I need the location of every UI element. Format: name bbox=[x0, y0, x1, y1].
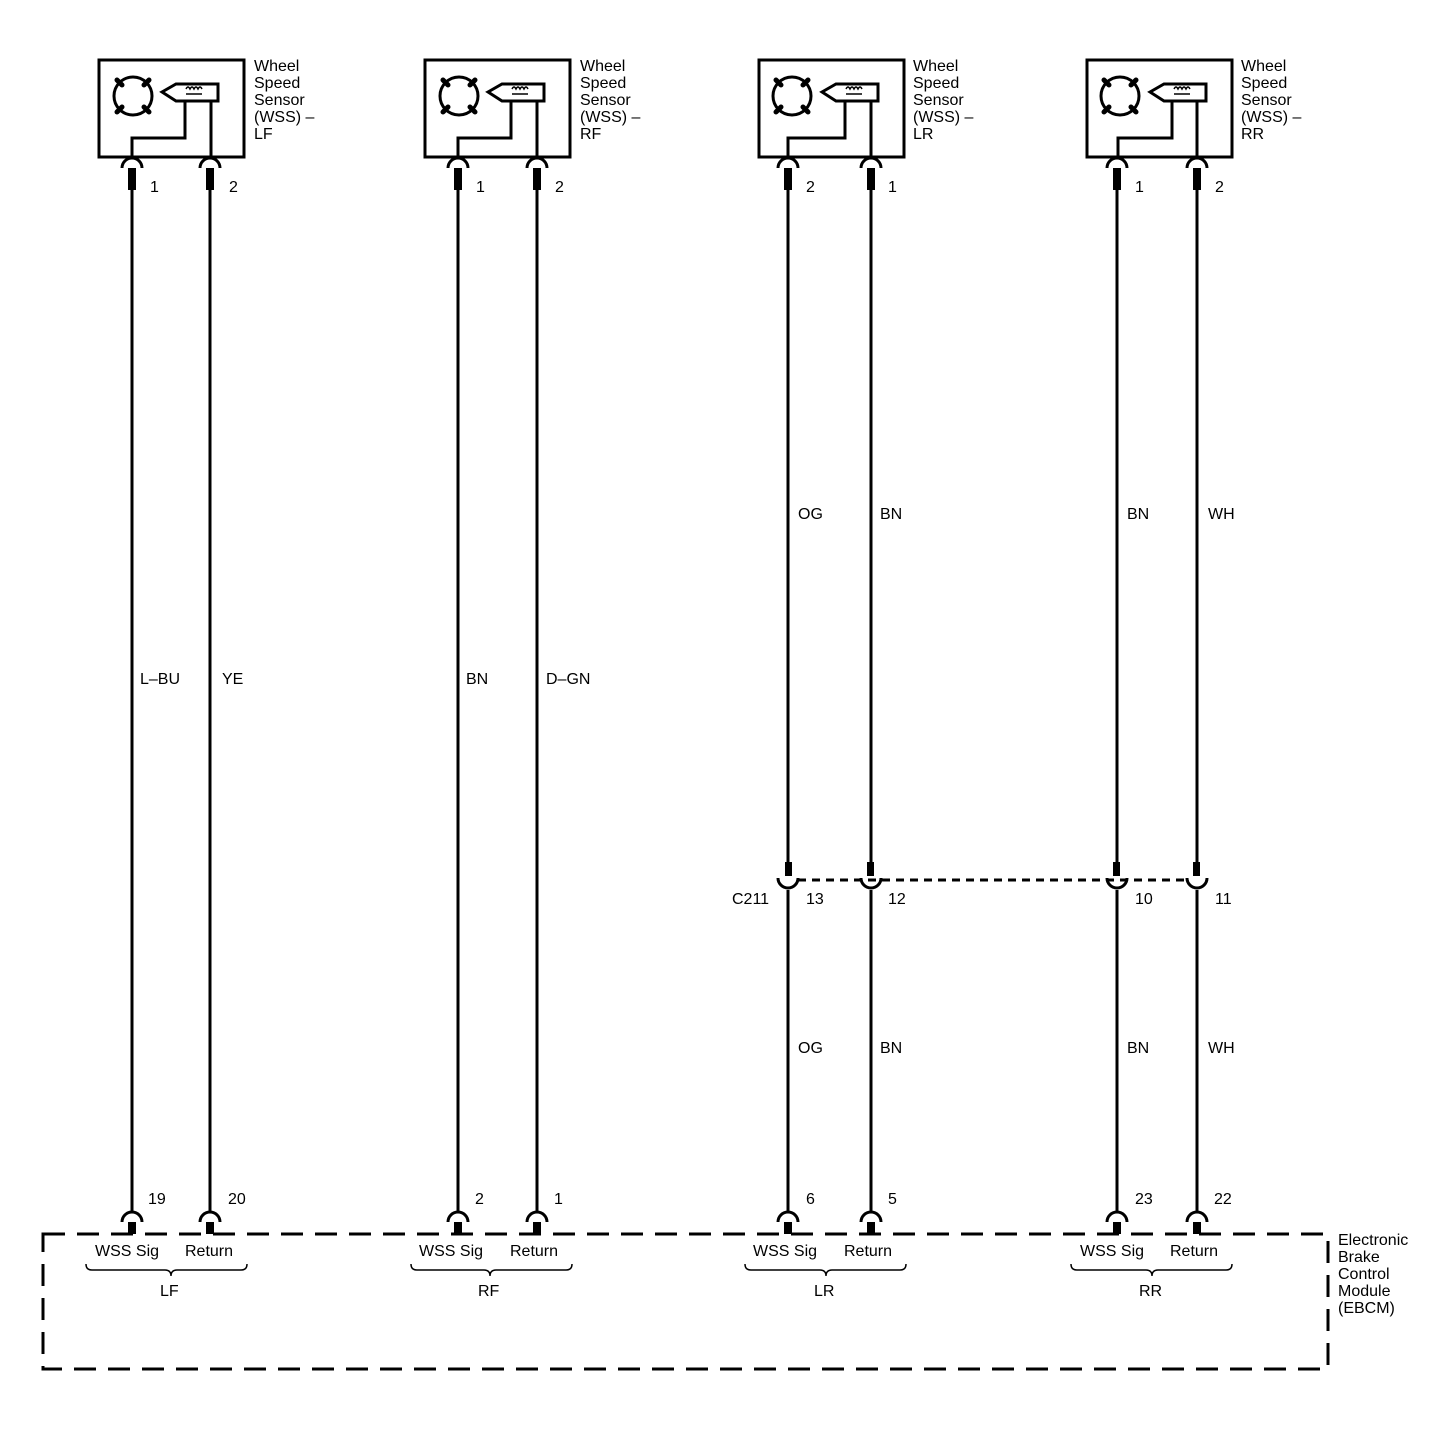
ebcm-title-line2: Brake bbox=[1338, 1249, 1380, 1266]
pin-number: 13 bbox=[806, 891, 824, 908]
wire-color-label: YE bbox=[222, 671, 243, 688]
pin-number: 11 bbox=[1215, 891, 1232, 908]
sensor-title-rf-line1: Wheel bbox=[580, 58, 625, 75]
wire-color-label: BN bbox=[880, 506, 902, 523]
sensor-wheel-icon bbox=[112, 75, 154, 117]
wire-color-label: OG bbox=[798, 506, 823, 523]
circuit-label: Return bbox=[510, 1243, 558, 1260]
sensor-title-rr-line4: (WSS) – bbox=[1241, 109, 1302, 126]
sensor-wheel-icon bbox=[438, 75, 480, 117]
sensor-title-rr-line2: Speed bbox=[1241, 75, 1287, 92]
pin-number: 20 bbox=[228, 1191, 246, 1208]
sensor-lf: Wheel Speed Sensor (WSS) – LF bbox=[97, 58, 315, 159]
group-name: LF bbox=[160, 1283, 179, 1300]
pin-number: 19 bbox=[148, 1191, 166, 1208]
circuit-label: WSS Sig bbox=[419, 1243, 483, 1260]
pin-number: 22 bbox=[1214, 1191, 1232, 1208]
circuit-label: WSS Sig bbox=[1080, 1243, 1144, 1260]
sensor-lr: Wheel Speed Sensor (WSS) – LR bbox=[757, 58, 974, 159]
sensor-title-lf-line3: Sensor bbox=[254, 92, 305, 109]
sensor-title-lr-line5: LR bbox=[913, 126, 933, 143]
sensor-title-lr-line3: Sensor bbox=[913, 92, 964, 109]
wire-color-label: WH bbox=[1208, 506, 1235, 523]
wire-color-label: BN bbox=[880, 1040, 902, 1057]
sensor-title-rf-line5: RF bbox=[580, 126, 602, 143]
pin-number: 10 bbox=[1135, 891, 1153, 908]
ebcm-title-line4: Module bbox=[1338, 1283, 1391, 1300]
inline-connector-c211: C211 13 12 10 11 bbox=[732, 862, 1232, 908]
ebcm-title-line1: Electronic bbox=[1338, 1232, 1408, 1249]
group-name: RF bbox=[478, 1283, 500, 1300]
wire-color-label: OG bbox=[798, 1040, 823, 1057]
sensor-title-lf-line1: Wheel bbox=[254, 58, 299, 75]
sensor-title-rf-line2: Speed bbox=[580, 75, 626, 92]
sensor-coil-icon bbox=[819, 82, 880, 103]
sensor-wheel-icon bbox=[1099, 75, 1141, 117]
pin-number: 2 bbox=[806, 179, 815, 196]
sensor-title-lf-line2: Speed bbox=[254, 75, 300, 92]
wire-color-label: BN bbox=[466, 671, 488, 688]
sensor-rf: Wheel Speed Sensor (WSS) – RF bbox=[423, 58, 641, 159]
pin-number: 2 bbox=[555, 179, 564, 196]
wire-color-label: BN bbox=[1127, 506, 1149, 523]
pin-number: 5 bbox=[888, 1191, 897, 1208]
circuit-label: WSS Sig bbox=[95, 1243, 159, 1260]
group-name: RR bbox=[1139, 1283, 1162, 1300]
circuit-label: Return bbox=[1170, 1243, 1218, 1260]
sensor-coil-icon bbox=[159, 82, 220, 103]
sensor-title-rr-line3: Sensor bbox=[1241, 92, 1292, 109]
wire-color-label: L–BU bbox=[140, 671, 180, 688]
pin-number: 1 bbox=[554, 1191, 563, 1208]
circuit-label: WSS Sig bbox=[753, 1243, 817, 1260]
pin-number: 1 bbox=[476, 179, 485, 196]
circuit-label: Return bbox=[185, 1243, 233, 1260]
pin-number: 12 bbox=[888, 891, 906, 908]
group-braces bbox=[85, 1263, 1233, 1277]
sensor-rr: Wheel Speed Sensor (WSS) – RR bbox=[1085, 58, 1302, 159]
wires bbox=[130, 190, 1199, 1212]
ebcm-module: 19 20 2 1 6 5 23 22 WSS Sig Return WSS S… bbox=[41, 1191, 1408, 1371]
circuit-label: Return bbox=[844, 1243, 892, 1260]
sensor-title-rf-line4: (WSS) – bbox=[580, 109, 641, 126]
sensor-terminals bbox=[120, 156, 1209, 190]
wire-color-label: BN bbox=[1127, 1040, 1149, 1057]
sensor-title-lr-line1: Wheel bbox=[913, 58, 958, 75]
pin-number: 23 bbox=[1135, 1191, 1153, 1208]
sensor-coil-icon bbox=[1147, 82, 1208, 103]
sensor-title-rr-line1: Wheel bbox=[1241, 58, 1286, 75]
connector-name: C211 bbox=[732, 891, 769, 908]
sensor-title-lr-line4: (WSS) – bbox=[913, 109, 974, 126]
pin-number: 2 bbox=[1215, 179, 1224, 196]
ebcm-title-line3: Control bbox=[1338, 1266, 1390, 1283]
sensor-title-lf-line4: (WSS) – bbox=[254, 109, 315, 126]
pin-number: 2 bbox=[475, 1191, 484, 1208]
sensor-coil-icon bbox=[485, 82, 546, 103]
pin-number: 6 bbox=[806, 1191, 815, 1208]
pin-number: 1 bbox=[150, 179, 159, 196]
sensor-wheel-icon bbox=[771, 75, 813, 117]
sensor-title-lr-line2: Speed bbox=[913, 75, 959, 92]
pin-number: 2 bbox=[229, 179, 238, 196]
wire-color-label: WH bbox=[1208, 1040, 1235, 1057]
wire-color-label: D–GN bbox=[546, 671, 590, 688]
sensor-title-rr-line5: RR bbox=[1241, 126, 1264, 143]
group-name: LR bbox=[814, 1283, 834, 1300]
pin-number: 1 bbox=[888, 179, 897, 196]
sensor-title-rf-line3: Sensor bbox=[580, 92, 631, 109]
pin-number: 1 bbox=[1135, 179, 1144, 196]
sensor-title-lf-line5: LF bbox=[254, 126, 273, 143]
ebcm-title-line5: (EBCM) bbox=[1338, 1300, 1395, 1317]
